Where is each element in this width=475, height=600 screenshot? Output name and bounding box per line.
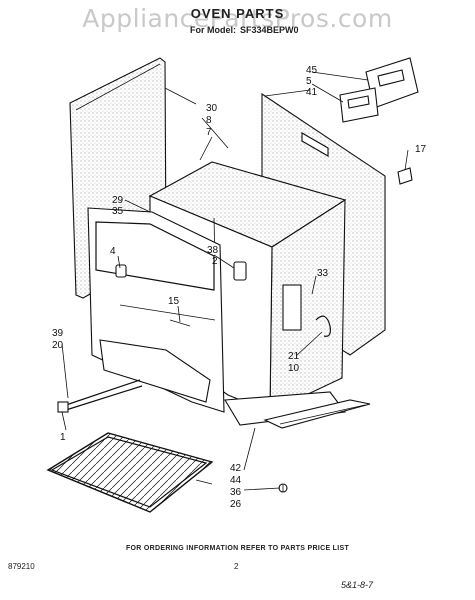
leader-lines <box>61 71 409 491</box>
vent-bracket-part <box>339 57 419 123</box>
callout-8: 8 <box>206 115 212 126</box>
model-number: SF334BEPW0 <box>240 25 299 35</box>
callout-45: 45 <box>306 65 318 76</box>
ordering-info-note: FOR ORDERING INFORMATION REFER TO PARTS … <box>125 545 350 552</box>
callout-2-frame: 2 <box>212 256 218 267</box>
oven-rack-part <box>46 432 214 513</box>
front-frame-part <box>87 207 225 413</box>
callout-1: 1 <box>60 432 66 443</box>
watermark: AppliancePartsPros.com <box>82 4 393 33</box>
callout-labels: 45 5 41 30 8 7 17 29 35 4 38 2 33 15 21 … <box>52 65 427 510</box>
revision-date: 5&1-8-7 <box>341 580 374 590</box>
callout-42: 42 <box>230 463 242 474</box>
callout-7: 7 <box>206 127 212 138</box>
callout-33: 33 <box>317 268 329 279</box>
callout-4: 4 <box>110 246 116 257</box>
callout-36: 36 <box>230 487 242 498</box>
model-prefix: For Model: <box>190 25 236 35</box>
callout-30: 30 <box>206 103 218 114</box>
callout-35: 35 <box>112 206 124 217</box>
document-code: 879210 <box>8 562 35 571</box>
callout-26: 26 <box>230 499 242 510</box>
broil-element-part <box>57 379 143 413</box>
callout-29: 29 <box>112 195 124 206</box>
model-line: For Model: SF334BEPW0 <box>190 25 303 35</box>
callout-39: 39 <box>52 328 64 339</box>
screw-part <box>278 483 288 493</box>
callout-44: 44 <box>230 475 242 486</box>
callout-17: 17 <box>415 144 427 155</box>
callout-10: 10 <box>288 363 300 374</box>
clip-part <box>397 167 413 185</box>
page-number: 2 <box>234 562 239 571</box>
callout-20: 20 <box>52 340 64 351</box>
callout-41: 41 <box>306 87 318 98</box>
callout-38: 38 <box>207 245 219 256</box>
diagram-title: OVEN PARTS <box>190 6 285 21</box>
bottom-pan-part <box>224 391 371 429</box>
callout-15: 15 <box>168 296 180 307</box>
callout-21: 21 <box>288 351 300 362</box>
callout-5: 5 <box>306 76 312 87</box>
